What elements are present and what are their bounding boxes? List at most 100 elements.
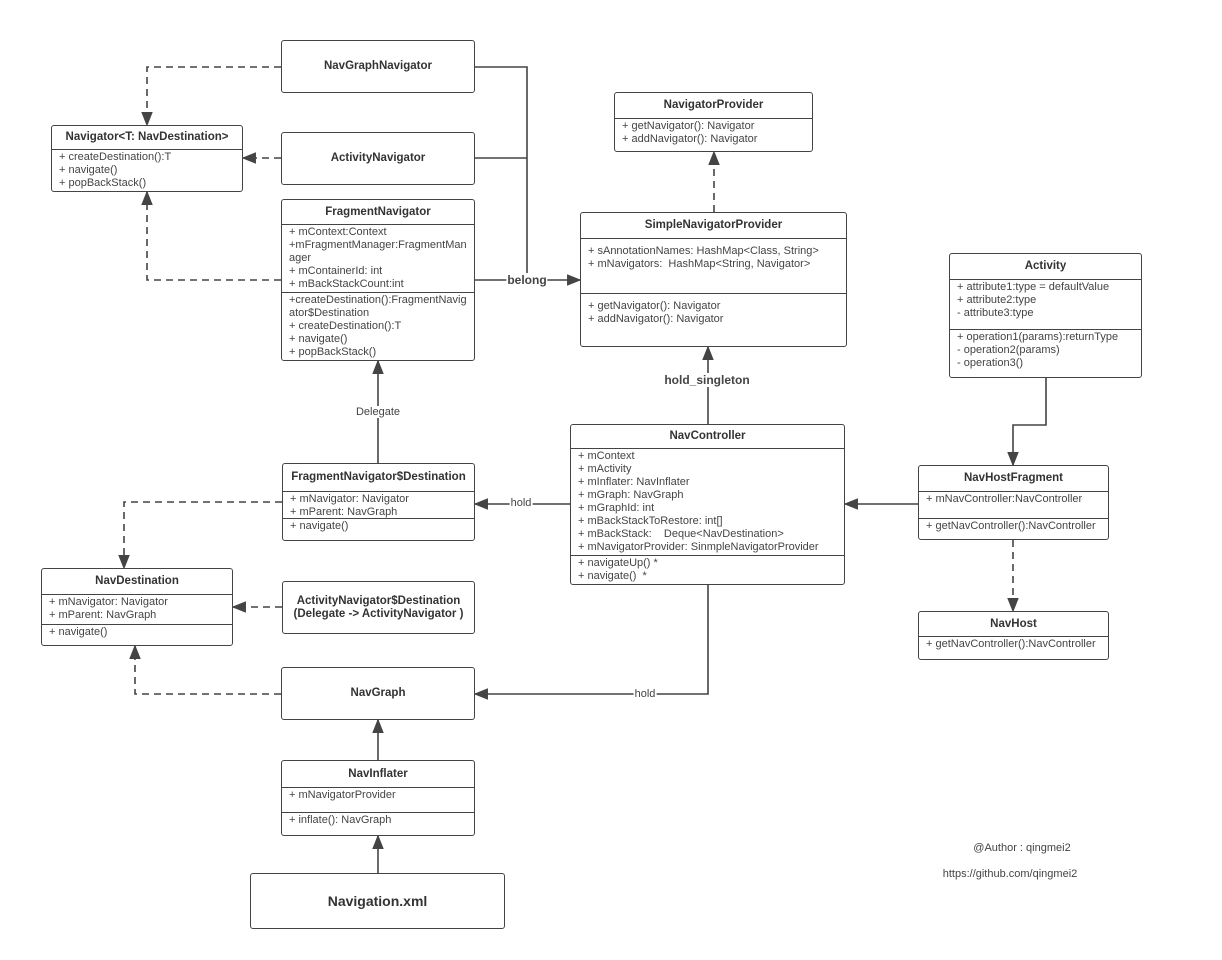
attribute: + mNavigator: Navigator (290, 493, 409, 505)
attributes-section: + createDestination():T+ navigate()+ pop… (52, 149, 242, 191)
connector-navgraph-to-navdestination (129, 644, 281, 695)
attributes-section: + getNavigator(): Navigator+ addNavigato… (615, 118, 812, 151)
operation: + getNavigator(): Navigator (588, 300, 721, 312)
attribute: + mActivity (578, 463, 632, 475)
class-name: NavHostFragment (963, 472, 1064, 484)
operation: + inflate(): NavGraph (289, 814, 392, 826)
attribute: + mGraphId: int (578, 502, 655, 514)
class-name: NavGraph (350, 687, 406, 699)
class-box-activity[interactable]: Activity + attribute1:type = defaultValue… (949, 253, 1142, 378)
class-box-fragmentnavigatordestination[interactable]: FragmentNavigator$Destination + mNavigato… (282, 463, 475, 541)
operation: + navigate() (49, 626, 108, 638)
attribute: + sAnnotationNames: HashMap<Class, Strin… (588, 245, 819, 257)
class-box-navgraphnavigator[interactable]: NavGraphNavigator (281, 40, 475, 93)
connector-fragmentnavigatordestination-to-navdestination (118, 501, 282, 570)
class-name: Activity (1024, 260, 1067, 272)
attribute: + attribute1:type = defaultValue (957, 281, 1110, 293)
attributes-section: + mNavController:NavController (919, 491, 1108, 518)
operations-section: + getNavController():NavController (919, 518, 1108, 539)
operations-section: + operation1(params):returnType- operati… (950, 329, 1141, 377)
operations-section: + inflate(): NavGraph (282, 812, 474, 835)
class-name: NavigatorProvider (663, 99, 764, 111)
class-box-navigator[interactable]: Navigator<T: NavDestination> + createDest… (51, 125, 243, 192)
class-box-navinflater[interactable]: NavInflater + mNavigatorProvider + inflate… (281, 760, 475, 836)
attributes-section: + mContext+ mActivity+ mInflater: NavInf… (571, 448, 844, 555)
class-name: ActivityNavigator$Destination (Delegate … (293, 594, 464, 620)
connector-label: hold_singleton (663, 373, 751, 387)
class-box-navcontroller[interactable]: NavController + mContext+ mActivity+ mInf… (570, 424, 845, 585)
class-box-activitynavigator[interactable]: ActivityNavigator (281, 132, 475, 185)
author-credit: @Author : qingmei2 (973, 842, 1071, 854)
attribute: + mNavigator: Navigator (49, 596, 168, 608)
attribute: - attribute3:type (957, 307, 1034, 319)
connector-fragmentnavigator-to-navigator (141, 190, 281, 281)
connector-activity-to-navhostfragment (1007, 378, 1047, 467)
attribute: + getNavigator(): Navigator (622, 120, 755, 132)
attribute: + getNavController():NavController (926, 638, 1096, 650)
attribute: +mFragmentManager:FragmentManager (289, 239, 467, 264)
operation: + navigate() (289, 333, 348, 345)
attributes-section: + attribute1:type = defaultValue+ attrib… (950, 279, 1141, 329)
attributes-section: + mNavigator: Navigator+ mParent: NavGra… (283, 491, 474, 518)
operation: + navigate() (290, 520, 349, 532)
attribute: + mNavigatorProvider: SinmpleNavigatorPr… (578, 541, 819, 553)
attribute: + mParent: NavGraph (49, 609, 157, 621)
class-name: NavHost (990, 617, 1037, 630)
class-box-navigationxml[interactable]: Navigation.xml (250, 873, 505, 929)
connector-navgraphnavigator-to-navigator (141, 66, 281, 127)
operations-section: + navigateUp() *+ navigate() * (571, 555, 844, 584)
attribute: + mNavController:NavController (926, 493, 1083, 505)
class-box-navgraph[interactable]: NavGraph (281, 667, 475, 720)
class-name: Navigation.xml (327, 892, 428, 909)
class-box-navhost[interactable]: NavHost + getNavController():NavControlle… (918, 611, 1109, 660)
attributes-section: + sAnnotationNames: HashMap<Class, Strin… (581, 238, 846, 293)
connector-label: belong (506, 273, 548, 287)
operations-section: + navigate() (283, 518, 474, 540)
class-name: FragmentNavigator (325, 205, 431, 218)
attribute: + mBackStackCount:int (289, 278, 404, 290)
attribute: + attribute2:type (957, 294, 1037, 306)
operation: - operation2(params) (957, 344, 1060, 356)
operation: + operation1(params):returnType (957, 331, 1119, 343)
connector-label: hold (509, 497, 533, 509)
connector-label: Delegate (354, 406, 402, 418)
operation: + popBackStack() (289, 346, 377, 358)
attribute: + mBackStack: Deque<NavDestination> (578, 528, 784, 540)
operations-section: +createDestination():FragmentNavigator$D… (282, 292, 474, 360)
operation: + navigateUp() * (578, 557, 658, 569)
class-name: NavDestination (95, 575, 179, 587)
attributes-section: + getNavController():NavController (919, 636, 1108, 659)
operation: + getNavController():NavController (926, 520, 1096, 532)
attribute: + mParent: NavGraph (290, 506, 398, 518)
attribute: + mContainerId: int (289, 265, 383, 277)
operation: +createDestination():FragmentNavigator$D… (289, 294, 467, 319)
class-box-navigatorprovider[interactable]: NavigatorProvider + getNavigator(): Navig… (614, 92, 813, 152)
class-name: Navigator<T: NavDestination> (65, 131, 229, 143)
class-box-fragmentnavigator[interactable]: FragmentNavigator + mContext:Context+mFra… (281, 199, 475, 361)
connector-navcontroller-to-navgraph (473, 585, 709, 700)
attribute: + createDestination():T (59, 151, 172, 163)
class-name: NavInflater (348, 767, 408, 780)
connector-label: hold (633, 688, 657, 700)
class-name: SimpleNavigatorProvider (644, 219, 783, 231)
attribute: + mNavigatorProvider (289, 789, 396, 801)
attribute: + mNavigators: HashMap<String, Navigator… (588, 258, 811, 270)
attributes-section: + mNavigatorProvider (282, 787, 474, 812)
operation: + createDestination():T (289, 320, 402, 332)
attribute: + addNavigator(): Navigator (622, 133, 758, 145)
class-name: FragmentNavigator$Destination (291, 471, 466, 483)
class-name: NavController (669, 430, 746, 442)
attributes-section: + mContext:Context+mFragmentManager:Frag… (282, 224, 474, 292)
class-box-simplenavigatorprovider[interactable]: SimpleNavigatorProvider + sAnnotationName… (580, 212, 847, 347)
operations-section: + navigate() (42, 624, 232, 645)
class-box-navhostfragment[interactable]: NavHostFragment + mNavController:NavContr… (918, 465, 1109, 540)
attribute: + mGraph: NavGraph (578, 489, 684, 501)
attribute: + mBackStackToRestore: int[] (578, 515, 723, 527)
attribute: + mContext (578, 450, 635, 462)
github-url[interactable]: https://github.com/qingmei2 (942, 868, 1078, 880)
attribute: + navigate() (59, 164, 118, 176)
class-box-navdestination[interactable]: NavDestination + mNavigator: Navigator+ m… (41, 568, 233, 646)
class-box-activitynavigatordestination[interactable]: ActivityNavigator$Destination (Delegate … (282, 581, 475, 634)
operations-section: + getNavigator(): Navigator+ addNavigato… (581, 293, 846, 346)
operation: + navigate() * (578, 570, 647, 582)
